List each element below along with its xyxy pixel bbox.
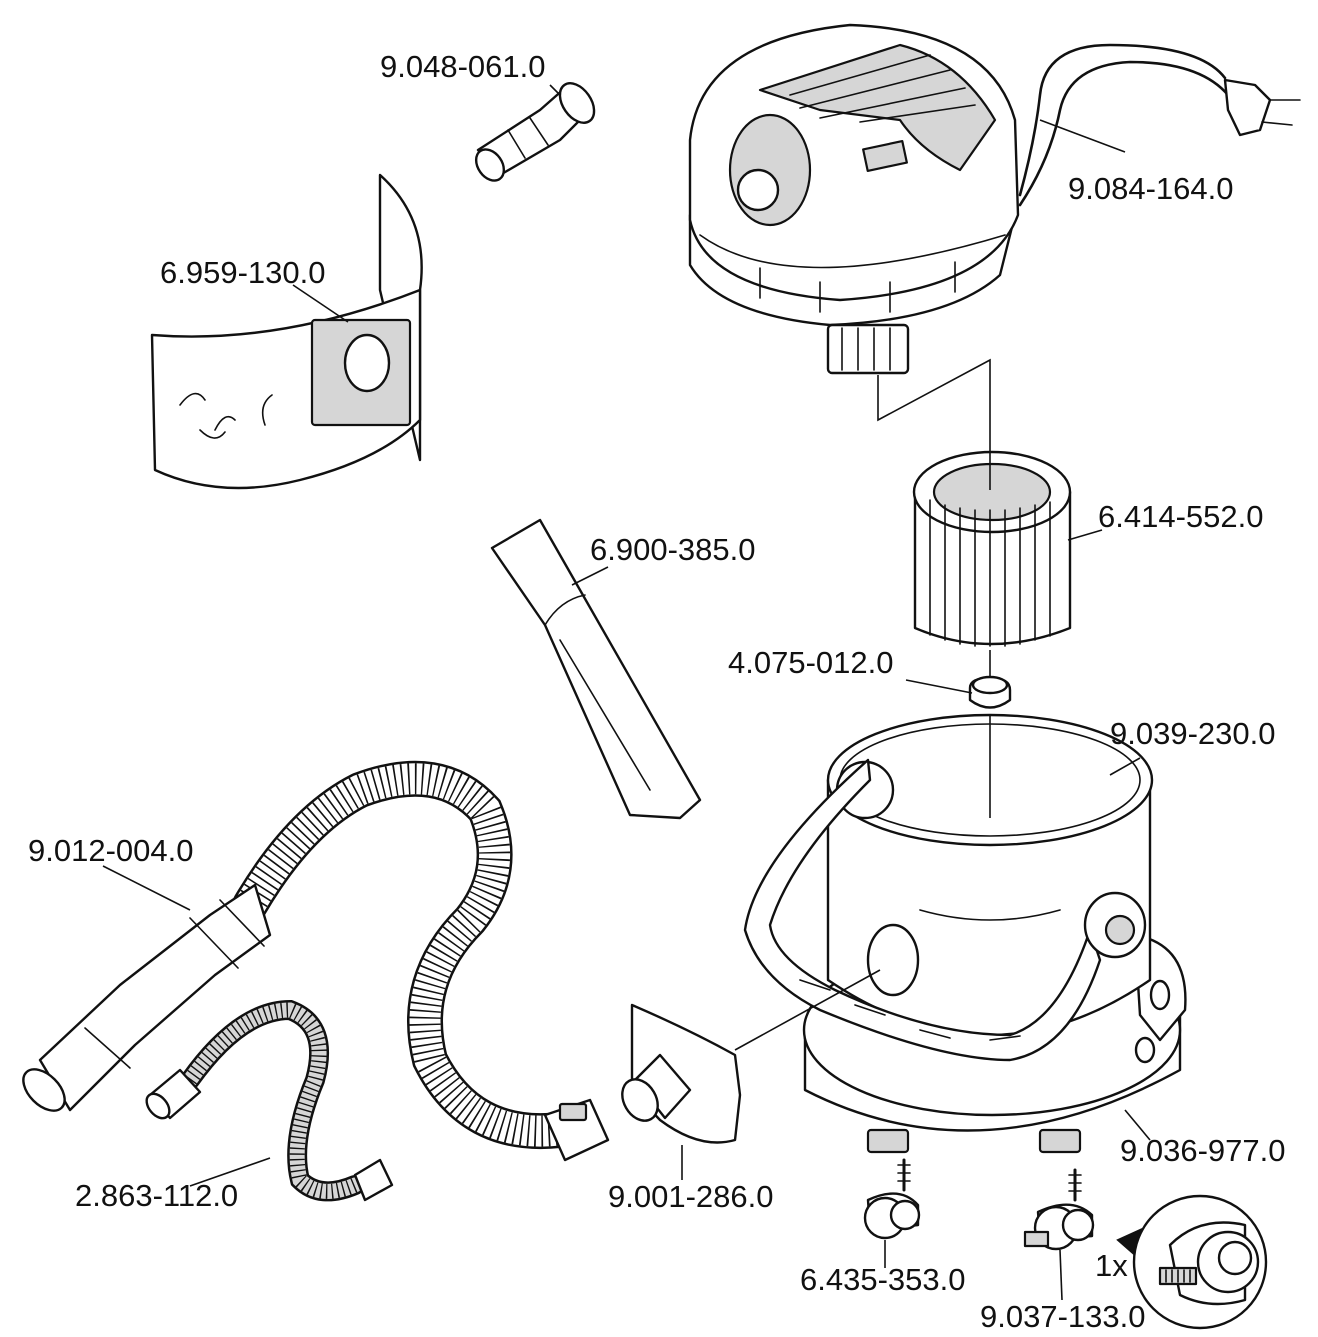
label-inlet-elbow: 9.001-286.0 — [608, 1179, 773, 1214]
filter-bag — [150, 173, 423, 490]
nozzle-adapter — [474, 82, 596, 182]
detail-callout — [1116, 1194, 1268, 1330]
motor-head — [688, 23, 1020, 375]
label-container: 9.039-230.0 — [1110, 716, 1275, 751]
label-castor: 6.435-353.0 — [800, 1262, 965, 1297]
label-power-cord: 9.084-164.0 — [1068, 171, 1233, 206]
leader-lines — [102, 84, 1151, 1301]
handle — [743, 758, 1147, 1062]
inlet-elbow — [621, 1003, 742, 1144]
part-labels: 9.048-061.0 9.084-164.0 6.959-130.0 6.41… — [28, 49, 1285, 1334]
container — [826, 713, 1154, 1037]
power-cord — [1018, 43, 1301, 207]
float — [968, 675, 1012, 709]
label-base-chassis: 9.036-977.0 — [1120, 1133, 1285, 1168]
small-hose — [145, 999, 394, 1202]
label-float: 4.075-012.0 — [728, 645, 893, 680]
cartridge-filter — [912, 450, 1072, 647]
castor-brake — [1023, 1168, 1095, 1251]
castor — [863, 1158, 921, 1240]
label-filter-bag: 6.959-130.0 — [160, 255, 325, 290]
label-quantity-note: 1x — [1095, 1248, 1128, 1283]
label-crevice-nozzle: 6.900-385.0 — [590, 532, 755, 567]
label-nozzle-adapter: 9.048-061.0 — [380, 49, 545, 84]
crevice-nozzle — [490, 518, 702, 820]
label-castor-brake: 9.037-133.0 — [980, 1299, 1145, 1334]
label-small-hose: 2.863-112.0 — [75, 1178, 238, 1213]
label-cartridge-filter: 6.414-552.0 — [1098, 499, 1263, 534]
label-suction-hose: 9.012-004.0 — [28, 833, 193, 868]
suction-hose — [22, 760, 610, 1162]
